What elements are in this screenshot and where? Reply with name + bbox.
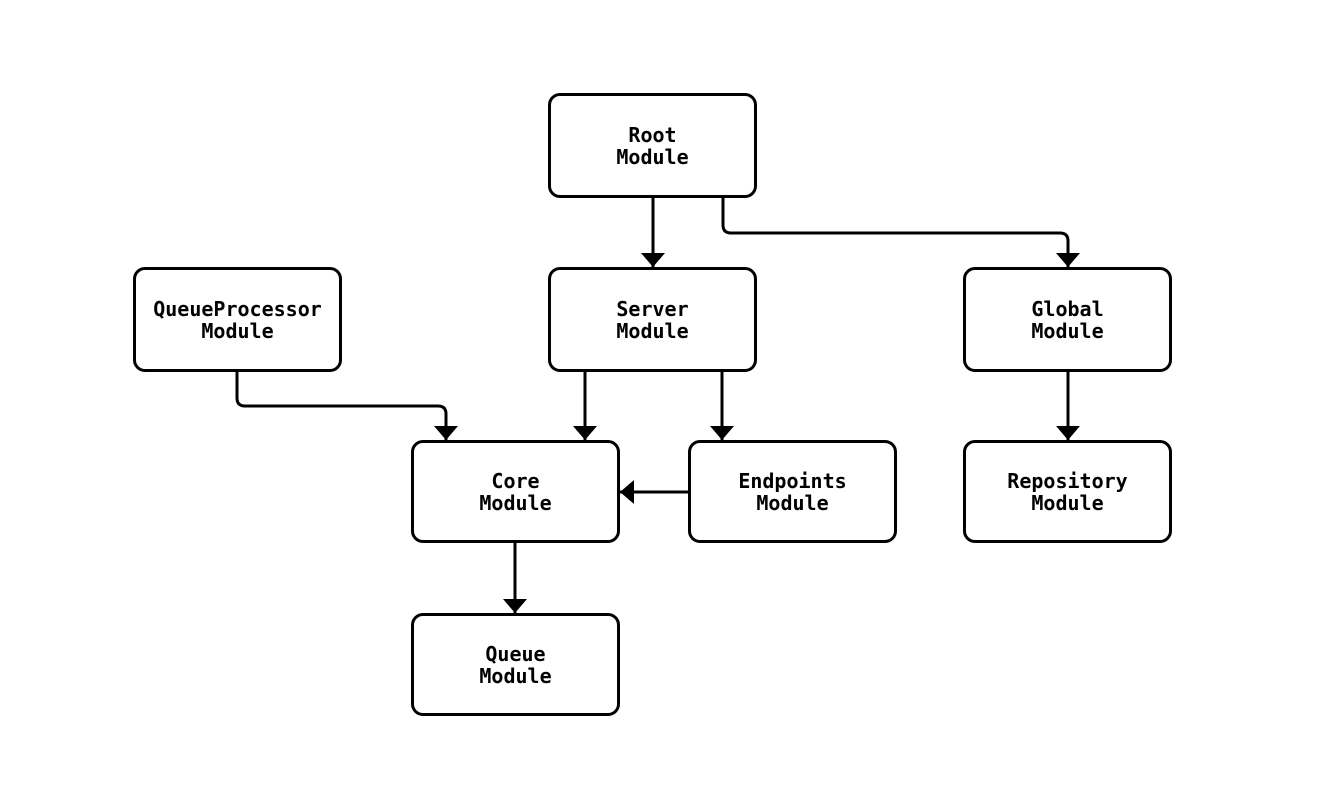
arrowhead-global-to-repository: [1056, 426, 1080, 440]
node-label-core: Core Module: [479, 468, 552, 515]
arrowhead-server-to-endpoints: [710, 426, 734, 440]
node-server: Server Module: [548, 267, 757, 372]
node-label-server: Server Module: [616, 296, 689, 343]
node-endpoints: Endpoints Module: [688, 440, 897, 543]
arrowhead-root-to-global: [1056, 253, 1080, 267]
node-label-global: Global Module: [1031, 296, 1104, 343]
node-label-queue: Queue Module: [479, 641, 552, 688]
node-core: Core Module: [411, 440, 620, 543]
arrowhead-server-to-core: [573, 426, 597, 440]
node-label-repository: Repository Module: [1007, 468, 1128, 515]
arrowhead-root-to-server: [641, 253, 665, 267]
node-repository: Repository Module: [963, 440, 1172, 543]
node-root: Root Module: [548, 93, 757, 198]
node-label-root: Root Module: [616, 122, 689, 169]
edge-queueprocessor-to-core: [235, 372, 448, 440]
arrowhead-queueprocessor-to-core: [434, 426, 458, 440]
edge-root-to-global: [721, 198, 1070, 267]
arrowhead-endpoints-to-core: [620, 480, 634, 504]
node-queue: Queue Module: [411, 613, 620, 716]
node-label-queueprocessor: QueueProcessor Module: [153, 296, 322, 343]
node-label-endpoints: Endpoints Module: [738, 468, 847, 515]
arrowhead-core-to-queue: [503, 599, 527, 613]
node-queueprocessor: QueueProcessor Module: [133, 267, 342, 372]
node-global: Global Module: [963, 267, 1172, 372]
